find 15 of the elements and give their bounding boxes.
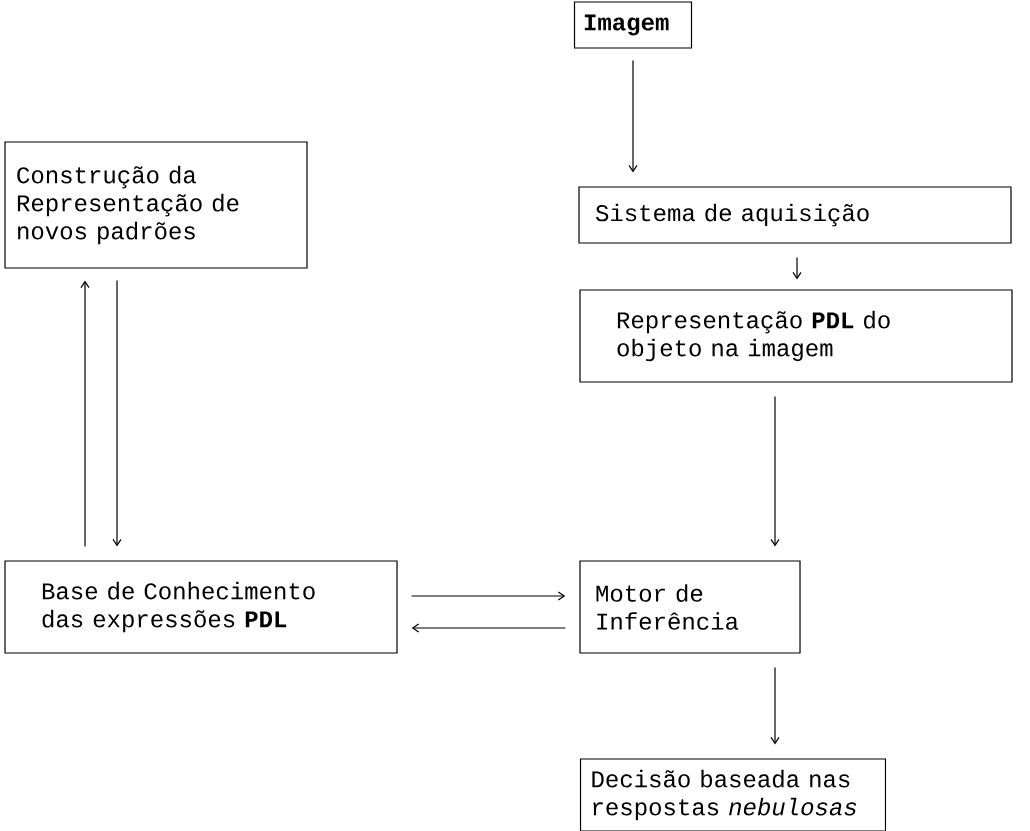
process-box: Motor de Inferência bbox=[579, 560, 801, 654]
arrow bbox=[792, 257, 802, 280]
process-box: Imagem bbox=[573, 1, 693, 49]
process-box: Representação PDL do objeto na imagem bbox=[579, 289, 1013, 383]
arrow bbox=[80, 280, 90, 547]
process-box: Base de Conhecimento das expressões PDL bbox=[4, 560, 398, 654]
arrow bbox=[628, 60, 638, 173]
process-box: Construção da Representação de novos padrões bbox=[4, 141, 308, 269]
process-box: Sistema de aquisição bbox=[578, 186, 1012, 244]
arrow bbox=[411, 591, 566, 601]
arrow bbox=[770, 396, 780, 547]
arrow bbox=[112, 280, 122, 547]
arrow bbox=[770, 667, 780, 745]
arrow bbox=[411, 623, 566, 633]
process-box: Decisão baseada nas respostas nebulosas bbox=[579, 758, 887, 831]
